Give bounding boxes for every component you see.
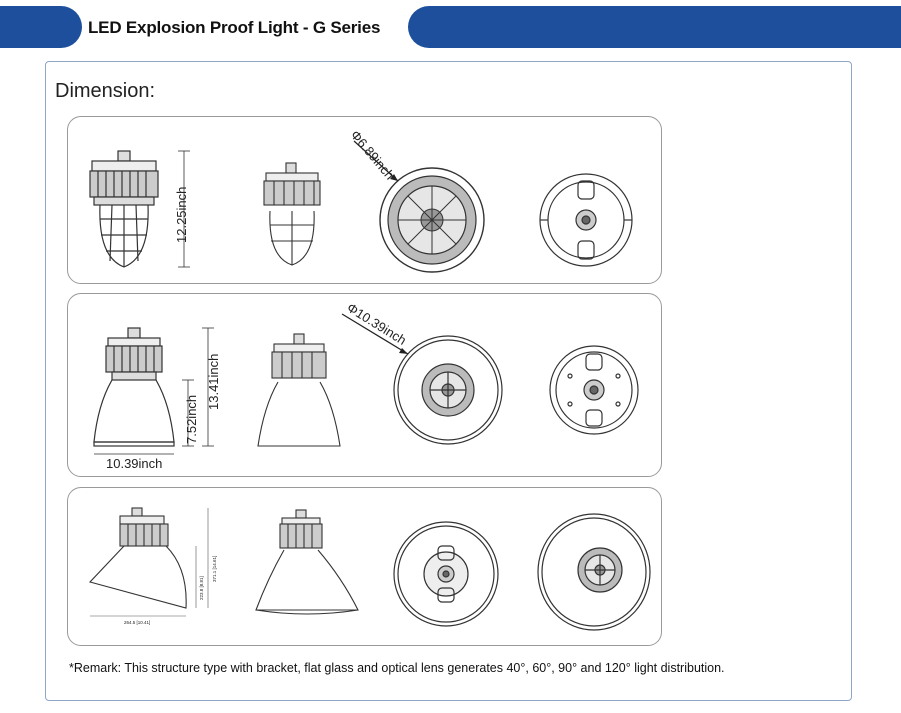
aluminum-reflector-drawings: 13.41inch 7.52inch 10.39inch Φ10.39inch: [93, 300, 639, 471]
diameter-arrow: [341, 313, 409, 355]
angled-fixture-top-view: [537, 513, 651, 631]
reflector-fixture-bottom-view: [393, 335, 503, 445]
panel-angled-reflector: 371.1 [14.61] 223.8 [8.81] 264.5 [10.41]: [67, 487, 662, 646]
overall-height-label: 13.41inch: [206, 354, 221, 410]
cage-fixture-bottom-view: [379, 167, 485, 273]
diameter-label: Φ6.89inch: [348, 127, 398, 182]
panel-aluminum-reflector: 13.41inch 7.52inch 10.39inch Φ10.39inch: [67, 293, 662, 477]
page-title: LED Explosion Proof Light - G Series: [88, 18, 381, 37]
diameter-arrow: [353, 140, 399, 182]
height-label: 12.25inch: [174, 187, 189, 243]
angled-fixture-bottom-view: [393, 521, 499, 627]
reflector-dimension-lines: [94, 327, 214, 455]
angled-fixture-side-view: [88, 507, 187, 609]
cage-guard-drawings: 12.25inch Φ6.89inch: [89, 127, 633, 273]
reflector-height-label: 7.52inch: [184, 395, 199, 444]
header-bar-right: [408, 6, 901, 48]
angled-height-label-2: 223.8 [8.81]: [199, 576, 204, 600]
reflector-fixture-front-view: [257, 333, 341, 447]
cage-fixture-side-view: [89, 150, 159, 268]
remark-note: *Remark: This structure type with bracke…: [69, 661, 725, 675]
angled-dimension-lines: [90, 508, 209, 617]
panel-cage-guard: 12.25inch Φ6.89inch: [67, 116, 662, 284]
angled-width-label: 264.5 [10.41]: [124, 620, 150, 625]
height-dimension-line: [178, 150, 190, 268]
dimension-frame: [45, 61, 852, 701]
reflector-fixture-top-view: [549, 345, 639, 435]
cage-fixture-top-view: [539, 173, 633, 267]
section-label: Dimension:: [55, 80, 156, 102]
diameter-arrow-head: [390, 174, 398, 181]
diameter-arrow-head: [399, 348, 408, 354]
angled-reflector-drawings: 371.1 [14.61] 223.8 [8.81] 264.5 [10.41]: [88, 507, 651, 631]
reflector-fixture-side-view: [93, 327, 175, 447]
reflector-width-label: 10.39inch: [106, 456, 162, 471]
cage-fixture-front-view: [263, 162, 321, 266]
angled-fixture-front-view: [255, 509, 359, 615]
diameter-label: Φ10.39inch: [344, 300, 409, 348]
header-bar-left: [0, 6, 82, 48]
angled-height-label-1: 371.1 [14.61]: [212, 556, 217, 582]
